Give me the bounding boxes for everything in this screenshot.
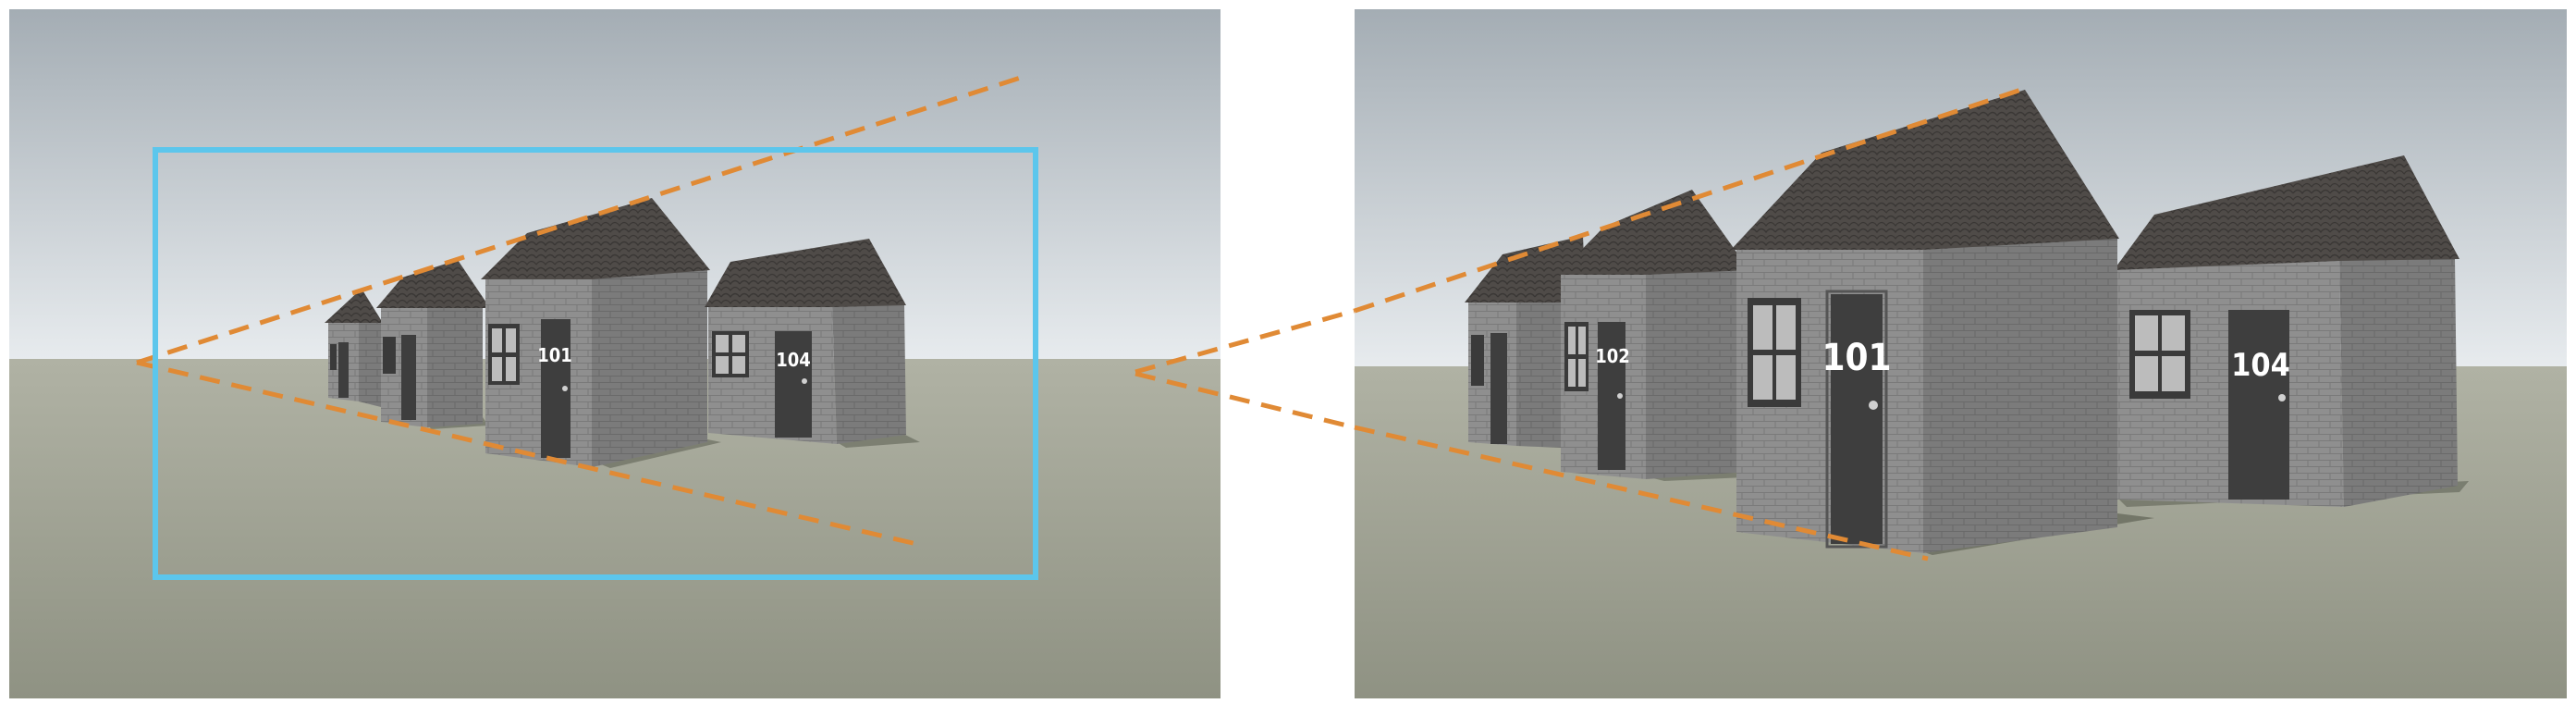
- door-number: 101: [537, 344, 572, 366]
- left-house-4: 104: [705, 239, 920, 448]
- door-knob: [1617, 393, 1623, 399]
- window: [383, 337, 396, 374]
- window-pane: [732, 356, 745, 374]
- perspective-line-lower-right: [1354, 425, 1929, 562]
- house-roof: [1465, 236, 1586, 302]
- window-pane: [1568, 327, 1576, 354]
- house-roof: [705, 239, 906, 307]
- right-scene-panel: 102 104: [1354, 9, 2567, 698]
- perspective-line-upper: [136, 73, 1027, 365]
- window: [1471, 335, 1484, 386]
- right-house-1: [1465, 236, 1586, 448]
- door: [401, 335, 416, 420]
- left-house-1: [325, 289, 416, 411]
- window-pane: [1568, 359, 1576, 387]
- window-pane: [2162, 315, 2185, 351]
- window-pane: [1776, 355, 1796, 400]
- left-scene-panel: 101 104: [9, 9, 1221, 698]
- door: [338, 342, 349, 398]
- window-pane: [506, 357, 516, 381]
- window-pane: [732, 335, 745, 352]
- house-roof: [1731, 90, 2119, 250]
- window: [330, 344, 337, 370]
- house-side-wall: [427, 307, 483, 427]
- door-knob: [1869, 401, 1878, 410]
- window-pane: [1753, 355, 1773, 400]
- house-roof: [376, 260, 490, 308]
- right-house-3: 101: [1731, 90, 2154, 555]
- window-pane: [1776, 305, 1796, 350]
- shadow: [837, 433, 920, 448]
- house-side-wall: [1923, 239, 2117, 553]
- door-number: 102: [1595, 345, 1630, 367]
- door-knob: [562, 386, 568, 391]
- window-pane: [716, 356, 729, 374]
- window-pane: [1753, 305, 1773, 350]
- left-house-2: [376, 260, 490, 429]
- house-side-wall: [2339, 257, 2458, 507]
- house-roof: [1557, 190, 1749, 275]
- house-roof: [2114, 155, 2459, 270]
- door: [2228, 310, 2289, 500]
- house-side-wall: [1646, 268, 1748, 479]
- right-house-2: 102: [1557, 190, 1766, 481]
- perspective-line-upper-right: [1354, 85, 2028, 314]
- window-pane: [716, 335, 729, 352]
- window-pane: [2135, 356, 2158, 391]
- connector-line-upper: [1135, 308, 1355, 375]
- house-side-wall: [592, 268, 707, 467]
- door-number: 101: [1822, 337, 1891, 379]
- window-pane: [2162, 356, 2185, 391]
- door-number: 104: [776, 349, 811, 371]
- house-roof: [325, 289, 383, 323]
- window-pane: [1578, 327, 1586, 354]
- perspective-line-lower: [136, 360, 926, 549]
- window-pane: [1578, 359, 1586, 387]
- house-roof: [481, 198, 710, 279]
- window-pane: [492, 328, 502, 352]
- house-side-wall: [1516, 301, 1563, 448]
- connector-line-lower: [1135, 371, 1355, 430]
- door: [775, 331, 812, 438]
- door-knob: [2278, 394, 2286, 401]
- left-house-3: 101: [481, 198, 721, 468]
- door-number: 104: [2231, 347, 2290, 384]
- door-knob: [802, 378, 807, 384]
- door: [1831, 294, 1883, 544]
- window-pane: [2135, 315, 2158, 351]
- house-side-wall: [359, 322, 381, 407]
- window-pane: [492, 357, 502, 381]
- camera-frame: [153, 147, 1038, 580]
- door-frame: [1825, 290, 1888, 549]
- door: [1490, 333, 1507, 444]
- window-pane: [506, 328, 516, 352]
- right-house-4: 104: [2114, 155, 2469, 507]
- house-side-wall: [832, 305, 906, 444]
